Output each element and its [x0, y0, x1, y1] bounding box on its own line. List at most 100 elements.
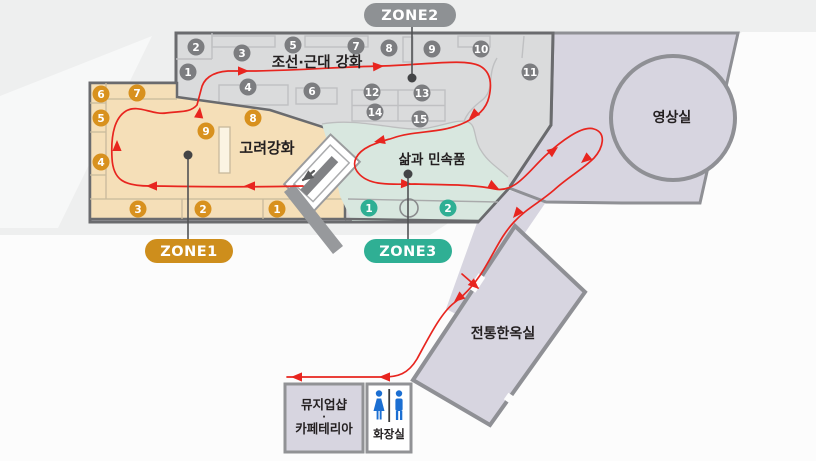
route-arrow	[513, 206, 524, 218]
hanok-notch	[503, 392, 515, 404]
zone2-connector-dot	[407, 73, 417, 83]
label-folk-life: 삶과 민속품	[399, 151, 466, 168]
label-restroom: 화장실	[373, 427, 405, 441]
room-number-marker-zone3-1: 1	[360, 199, 378, 217]
label-shop-line1: 뮤지업샵	[301, 397, 348, 412]
video-room-area	[609, 54, 737, 182]
museum-shop-area	[283, 382, 365, 454]
svg-text:9: 9	[428, 44, 435, 56]
room-number-marker-zone2-9: 9	[423, 40, 441, 58]
route-arrow	[469, 108, 481, 119]
room-number-marker-zone1-5: 5	[92, 109, 110, 127]
svg-text:6: 6	[97, 89, 104, 101]
zone3-strip-line	[347, 198, 499, 203]
svg-text:12: 12	[365, 87, 380, 99]
svg-text:11: 11	[523, 67, 538, 79]
zone1-connector-dot	[183, 150, 193, 160]
restroom-icons	[373, 389, 403, 422]
restroom-divider	[388, 389, 391, 422]
svg-text:6: 6	[308, 86, 315, 98]
svg-text:14: 14	[368, 107, 383, 119]
route-arrow	[546, 147, 558, 158]
route-arrow	[302, 170, 315, 181]
route-arrow	[146, 181, 157, 191]
route-arrow	[238, 66, 249, 76]
svg-text:2: 2	[192, 42, 199, 54]
label-joseon-modern: 조선·근대 강화	[272, 53, 363, 71]
room-number-marker-zone2-12: 12	[363, 83, 381, 101]
label-hanok-room: 전통한옥실	[471, 325, 535, 342]
room-labels: 조선·근대 강화 고려강화 삶과 민속품 영상실 전통한옥실 뮤지업샵 · 카페…	[239, 53, 691, 441]
route-arrow	[454, 291, 466, 302]
room-number-marker-zone2-6: 6	[303, 82, 321, 100]
route-arrow	[374, 135, 386, 145]
svg-text:8: 8	[385, 43, 392, 55]
room-number-marker-zone2-14: 14	[366, 103, 384, 121]
female-icon	[373, 390, 403, 420]
route-arrow	[379, 372, 390, 382]
svg-text:10: 10	[474, 44, 489, 56]
svg-text:4: 4	[97, 157, 104, 169]
room-number-marker-zone1-4: 4	[92, 153, 110, 171]
diagonal-wall	[284, 184, 343, 254]
room-number-marker-zone1-1: 1	[268, 200, 286, 218]
room-number-marker-zone2-8: 8	[380, 39, 398, 57]
route-arrow	[244, 181, 255, 191]
route-arrow	[487, 179, 499, 189]
room-number-marker-zone1-9: 9	[197, 122, 215, 140]
svg-text:7: 7	[133, 88, 140, 100]
zone1-badge-label: ZONE1	[160, 244, 217, 260]
room-number-marker-zone2-2: 2	[187, 38, 205, 56]
route-arrow	[112, 140, 122, 151]
room-number-marker-zone2-10: 10	[472, 40, 490, 58]
room-number-marker-zone2-3: 3	[233, 44, 251, 62]
room-number-marker-zone1-3: 3	[129, 200, 147, 218]
zone1-badge	[145, 239, 233, 263]
route-arrow	[291, 372, 302, 382]
zone3-empty-marker	[399, 198, 419, 218]
svg-text:1: 1	[365, 203, 372, 215]
room-number-marker-zone2-15: 15	[411, 110, 429, 128]
zone3-badge-label: ZONE3	[379, 244, 436, 260]
zone3-outer-wall	[344, 187, 510, 223]
room-number-marker-zone2-5: 5	[284, 36, 302, 54]
svg-text:3: 3	[134, 204, 141, 216]
room-number-marker-zone2-1: 1	[179, 63, 197, 81]
label-shop-line2: 카페테리아	[295, 421, 353, 436]
hanok-door-gap	[468, 273, 486, 293]
svg-text:13: 13	[415, 88, 430, 100]
svg-text:5: 5	[97, 113, 104, 125]
svg-text:2: 2	[199, 204, 206, 216]
label-shop-separator: ·	[322, 412, 326, 423]
label-video-room: 영상실	[653, 109, 692, 126]
room-number-marker-zone1-7: 7	[128, 84, 146, 102]
visitor-route	[110, 61, 604, 382]
hanok-room-area	[410, 222, 588, 428]
svg-text:15: 15	[413, 114, 428, 126]
room-number-marker-zone1-6: 6	[92, 85, 110, 103]
room-number-marker-zone1-8: 8	[244, 109, 262, 127]
male-icon	[395, 390, 403, 420]
room-number-marker-zone1-2: 2	[194, 200, 212, 218]
svg-text:3: 3	[238, 48, 245, 60]
zone2-badge-label: ZONE2	[381, 8, 438, 24]
svg-text:4: 4	[244, 82, 251, 94]
svg-text:9: 9	[202, 126, 209, 138]
svg-text:1: 1	[273, 204, 280, 216]
svg-text:8: 8	[249, 113, 256, 125]
svg-text:7: 7	[352, 41, 359, 53]
route-arrow	[194, 107, 204, 119]
route-arrow	[400, 179, 412, 189]
room-number-marker-zone3-2: 2	[439, 199, 457, 217]
room-number-marker-zone2-11: 11	[521, 63, 539, 81]
svg-text:1: 1	[184, 67, 191, 79]
route-arrow	[467, 278, 479, 289]
route-arrow	[372, 62, 384, 72]
zone3-badge	[364, 239, 452, 263]
label-goryeo: 고려강화	[239, 139, 294, 157]
room-number-marker-zone2-4: 4	[239, 78, 257, 96]
route-arrow	[581, 152, 593, 163]
